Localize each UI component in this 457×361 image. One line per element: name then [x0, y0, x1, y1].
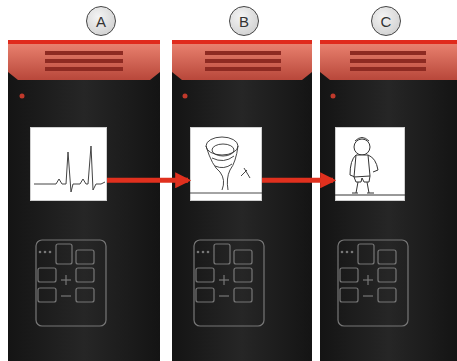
flow-arrow	[107, 178, 188, 183]
step-letter: C	[381, 14, 392, 29]
tornado-sketch	[190, 137, 262, 193]
device-screen: C	[335, 127, 405, 201]
step-letter: B	[239, 14, 249, 29]
step-badge: B	[229, 6, 259, 36]
step-badge: A	[86, 6, 116, 36]
device-screen: A	[30, 127, 107, 201]
step-badge: C	[371, 6, 401, 36]
flow-arrow	[262, 178, 333, 183]
step-letter: A	[96, 14, 106, 29]
person-sketch	[335, 138, 405, 196]
device-body	[320, 40, 457, 361]
device-body	[172, 40, 312, 361]
device-body	[8, 40, 160, 361]
ecg-trace	[34, 146, 105, 192]
device-screen: B	[190, 127, 262, 201]
